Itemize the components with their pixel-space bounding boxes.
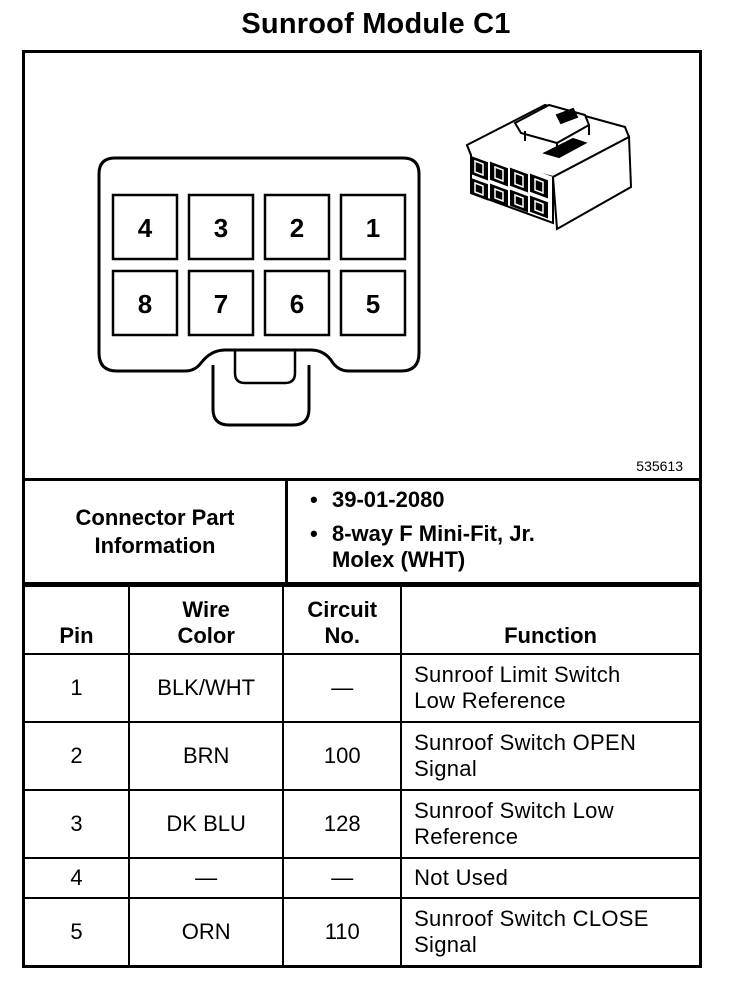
cell-function: Sunroof Limit Switch Low Reference xyxy=(400,653,702,723)
header-wire-color: Wire Color xyxy=(127,585,285,655)
connector-latch xyxy=(211,365,311,427)
cavity-pin-3 xyxy=(187,193,255,261)
pinout-table: Pin Wire Color Circuit No. Function 1 BL… xyxy=(22,585,702,968)
bullet: • xyxy=(310,487,318,512)
cavity-pin-2 xyxy=(263,193,331,261)
cell-pin: 2 xyxy=(22,721,130,791)
connector-part-info-label: Connector Part Information xyxy=(25,481,288,582)
connector-type-line2: Molex (WHT) xyxy=(332,547,466,572)
cell-pin: 3 xyxy=(22,789,130,859)
cell-pin: 1 xyxy=(22,653,130,723)
bullet: • xyxy=(310,521,318,546)
pin-label: 7 xyxy=(214,289,228,319)
cavity-pin-1 xyxy=(339,193,407,261)
connector-isometric-illustration xyxy=(465,103,633,231)
pin-label: 5 xyxy=(366,289,380,319)
cell-circuit: — xyxy=(282,653,403,723)
cavity-pin-5 xyxy=(339,269,407,337)
cell-circuit: 110 xyxy=(282,897,403,968)
cell-wire-color: DK BLU xyxy=(127,789,285,859)
pin-label: 1 xyxy=(366,213,380,243)
figure-number: 535613 xyxy=(636,458,683,474)
header-function: Function xyxy=(400,585,702,655)
header-pin: Pin xyxy=(22,585,130,655)
cell-wire-color: ORN xyxy=(127,897,285,968)
cell-circuit: 100 xyxy=(282,721,403,791)
cavity-pin-8 xyxy=(111,269,179,337)
cavity-pin-4 xyxy=(111,193,179,261)
part-number: 39-01-2080 xyxy=(332,487,445,512)
connector-type: 8-way F Mini-Fit, Jr. xyxy=(332,521,535,546)
connector-part-info-list: • 39-01-2080 • 8-way F Mini-Fit, Jr. Mol… xyxy=(288,487,698,573)
table-row: 5 ORN 110 Sunroof Switch CLOSE Signal xyxy=(22,897,702,968)
cell-pin: 5 xyxy=(22,897,130,968)
table-row: 3 DK BLU 128 Sunroof Switch Low Referenc… xyxy=(22,789,702,859)
cell-function: Sunroof Switch Low Reference xyxy=(400,789,702,859)
page-title: Sunroof Module C1 xyxy=(241,8,511,40)
label-line: Information xyxy=(94,532,216,558)
cell-circuit: — xyxy=(282,857,403,899)
connector-diagram-panel: 4 3 2 1 8 7 6 5 xyxy=(22,50,702,481)
table-row: 1 BLK/WHT — Sunroof Limit Switch Low Ref… xyxy=(22,653,702,723)
cell-function: Sunroof Switch CLOSE Signal xyxy=(400,897,702,968)
cavity-pin-6 xyxy=(263,269,331,337)
table-header-row: Pin Wire Color Circuit No. Function xyxy=(22,585,702,655)
cell-function: Not Used xyxy=(400,857,702,899)
pin-label: 4 xyxy=(138,213,153,243)
connector-part-info: Connector Part Information • 39-01-2080 … xyxy=(22,481,702,585)
pin-label: 6 xyxy=(290,289,304,319)
cell-function: Sunroof Switch OPEN Signal xyxy=(400,721,702,791)
connector-diagram: 4 3 2 1 8 7 6 5 xyxy=(97,103,633,427)
label-line: Connector Part xyxy=(75,504,235,530)
cell-wire-color: — xyxy=(127,857,285,899)
header-circuit: Circuit No. xyxy=(282,585,403,655)
pin-label: 8 xyxy=(138,289,152,319)
connector-latch-inner xyxy=(233,350,297,385)
pin-label: 2 xyxy=(290,213,304,243)
table-row: 2 BRN 100 Sunroof Switch OPEN Signal xyxy=(22,721,702,791)
list-item: • 39-01-2080 xyxy=(288,487,698,513)
list-item: • 8-way F Mini-Fit, Jr. Molex (WHT) xyxy=(288,521,698,573)
cell-circuit: 128 xyxy=(282,789,403,859)
pin-label: 3 xyxy=(214,213,228,243)
cell-wire-color: BRN xyxy=(127,721,285,791)
cavity-pin-7 xyxy=(187,269,255,337)
cell-wire-color: BLK/WHT xyxy=(127,653,285,723)
table-row: 4 — — Not Used xyxy=(22,857,702,899)
cell-pin: 4 xyxy=(22,857,130,899)
connector-face-outline xyxy=(97,156,421,373)
